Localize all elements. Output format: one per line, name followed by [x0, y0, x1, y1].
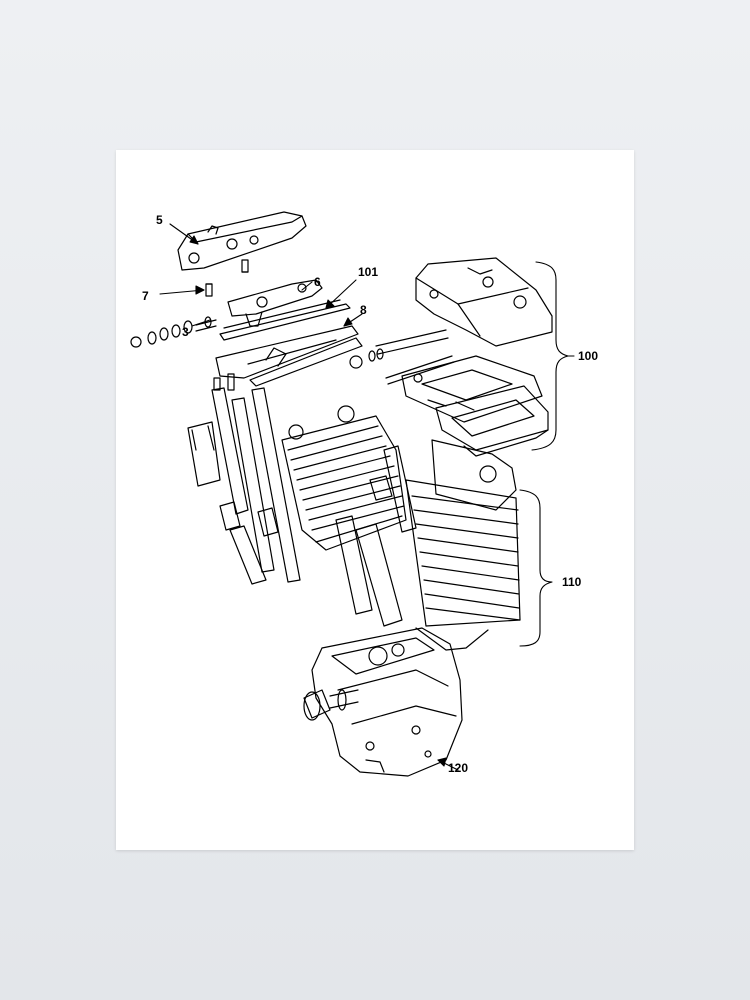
- callout-3: 3: [182, 325, 189, 339]
- crankcase-part: [303, 627, 463, 777]
- front-cylinder-part: [335, 439, 521, 651]
- callout-6: 6: [314, 275, 321, 289]
- washer-stack-part: [130, 316, 217, 348]
- callout-8: 8: [360, 303, 367, 317]
- pushrod-tubes-part: [187, 387, 301, 585]
- pins-part: [205, 259, 249, 297]
- callout-101: 101: [358, 265, 379, 279]
- bolts-part: [213, 373, 355, 440]
- callout-7: 7: [142, 289, 149, 303]
- callout-120: 120: [448, 761, 469, 775]
- callout-5: 5: [156, 213, 163, 227]
- callout-100: 100: [578, 349, 599, 363]
- poster-print: 5 7 6 101 8 3 100 110 120: [116, 150, 634, 850]
- engine-exploded-diagram: [130, 211, 575, 777]
- callout-110: 110: [562, 575, 582, 589]
- cylinder-head-part: [349, 257, 553, 457]
- rocker-cover-part: [177, 211, 307, 271]
- callout-leaders: [159, 223, 575, 771]
- cover-plate-part: [215, 325, 363, 387]
- gasket-part: [219, 299, 351, 341]
- rear-cylinder-part: [281, 415, 407, 551]
